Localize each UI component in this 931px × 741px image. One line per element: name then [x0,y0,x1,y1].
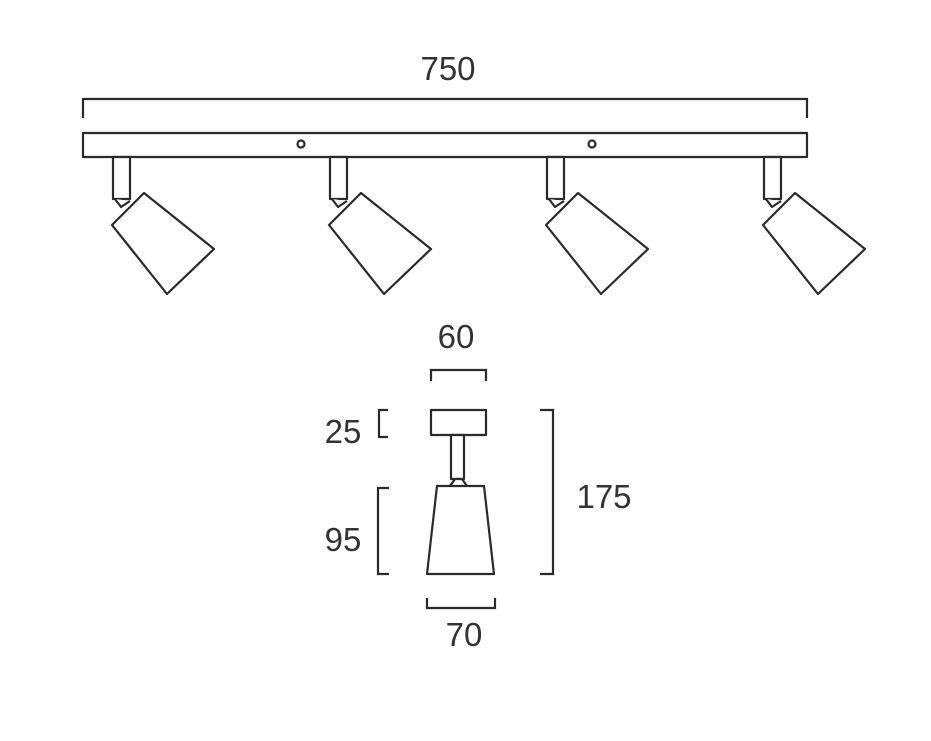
spotlight-stem [762,155,783,201]
spotlight-joint [331,198,348,209]
canopy-width-bracket [429,368,488,381]
spotlight-joint [765,198,782,209]
mounting-hole [587,139,597,149]
spotlight-stem [111,155,132,201]
spotlight [544,155,650,296]
bar-length-label: 750 [420,50,475,87]
canopy [429,408,488,437]
spotlight-shade [761,191,867,296]
spotlight-joint [114,198,131,209]
total-height-bracket [540,408,555,576]
spotlight [327,155,433,296]
spotlight [761,155,867,296]
shade [425,484,496,576]
spotlight-joint [548,198,565,209]
spotlight-shade [110,191,216,296]
mounting-hole [296,139,306,149]
track-bar [81,131,809,159]
bar-length-bracket [81,97,809,118]
joint [449,477,468,487]
spotlight-shade [544,191,650,296]
canopy-height-bracket [377,408,388,439]
total-height-label: 175 [576,478,631,515]
shade-width-bracket [425,598,497,610]
spotlight [110,155,216,296]
spotlight-shade [327,191,433,296]
spotlight-stem [328,155,349,201]
canopy-height-label: 25 [325,413,362,450]
shade-width-label: 70 [446,616,483,653]
shade-height-bracket [376,486,389,576]
shade-height-label: 95 [325,521,362,558]
stem [449,433,466,481]
canopy-width-label: 60 [438,318,475,355]
spotlight-stem [545,155,566,201]
